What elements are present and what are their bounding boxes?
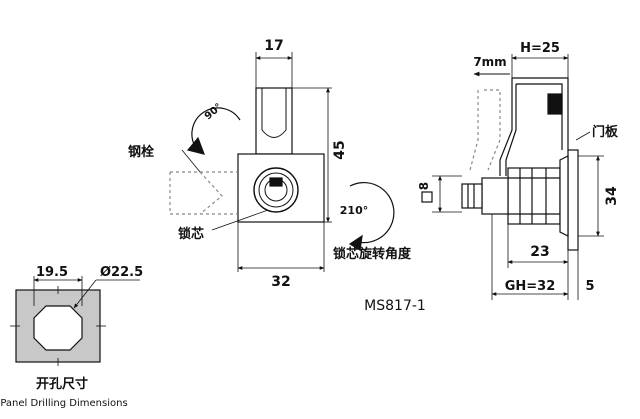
dim-34: 34 xyxy=(604,186,620,206)
cam-bracket xyxy=(499,77,569,176)
label-rotation: 锁芯旋转角度 xyxy=(333,246,412,262)
dim-45: 45 xyxy=(332,140,348,159)
cutout-view xyxy=(10,276,140,366)
rotation-210-arrow xyxy=(349,182,395,244)
square-icon xyxy=(421,191,433,203)
bolt-tongue xyxy=(255,87,293,155)
label-core: 锁芯 xyxy=(178,226,204,242)
rot-210-label: 210° xyxy=(340,204,368,217)
drilling-hole xyxy=(33,305,83,351)
hidden-bracket xyxy=(469,89,501,171)
dim-5: 5 xyxy=(585,279,594,294)
dim-23: 23 xyxy=(530,244,549,260)
cutout-title-en: Panel Drilling Dimensions xyxy=(0,398,127,409)
dim-19-5: 19.5 xyxy=(36,265,68,280)
dim-h25: H=25 xyxy=(520,41,560,56)
label-bolt: 钢栓 xyxy=(128,144,154,160)
model-number: MS817-1 xyxy=(364,298,426,314)
dim-dia-22-5: Ø22.5 xyxy=(100,265,143,280)
side-view xyxy=(421,54,604,300)
dim-8: 8 xyxy=(417,182,431,190)
door-panel xyxy=(567,149,579,251)
dim-gh32: GH=32 xyxy=(505,279,556,294)
label-panel: 门板 xyxy=(592,124,619,140)
lock-body xyxy=(237,153,325,223)
front-view xyxy=(169,52,395,272)
cutout-title-cn: 开孔尺寸 xyxy=(36,376,88,392)
lock-cylinder xyxy=(507,167,561,225)
lock-core-outer xyxy=(253,167,299,213)
hidden-bolt xyxy=(169,171,238,215)
dim-7mm: 7mm xyxy=(473,55,506,69)
dim-32-front: 32 xyxy=(271,274,290,290)
dim-17: 17 xyxy=(264,38,283,54)
